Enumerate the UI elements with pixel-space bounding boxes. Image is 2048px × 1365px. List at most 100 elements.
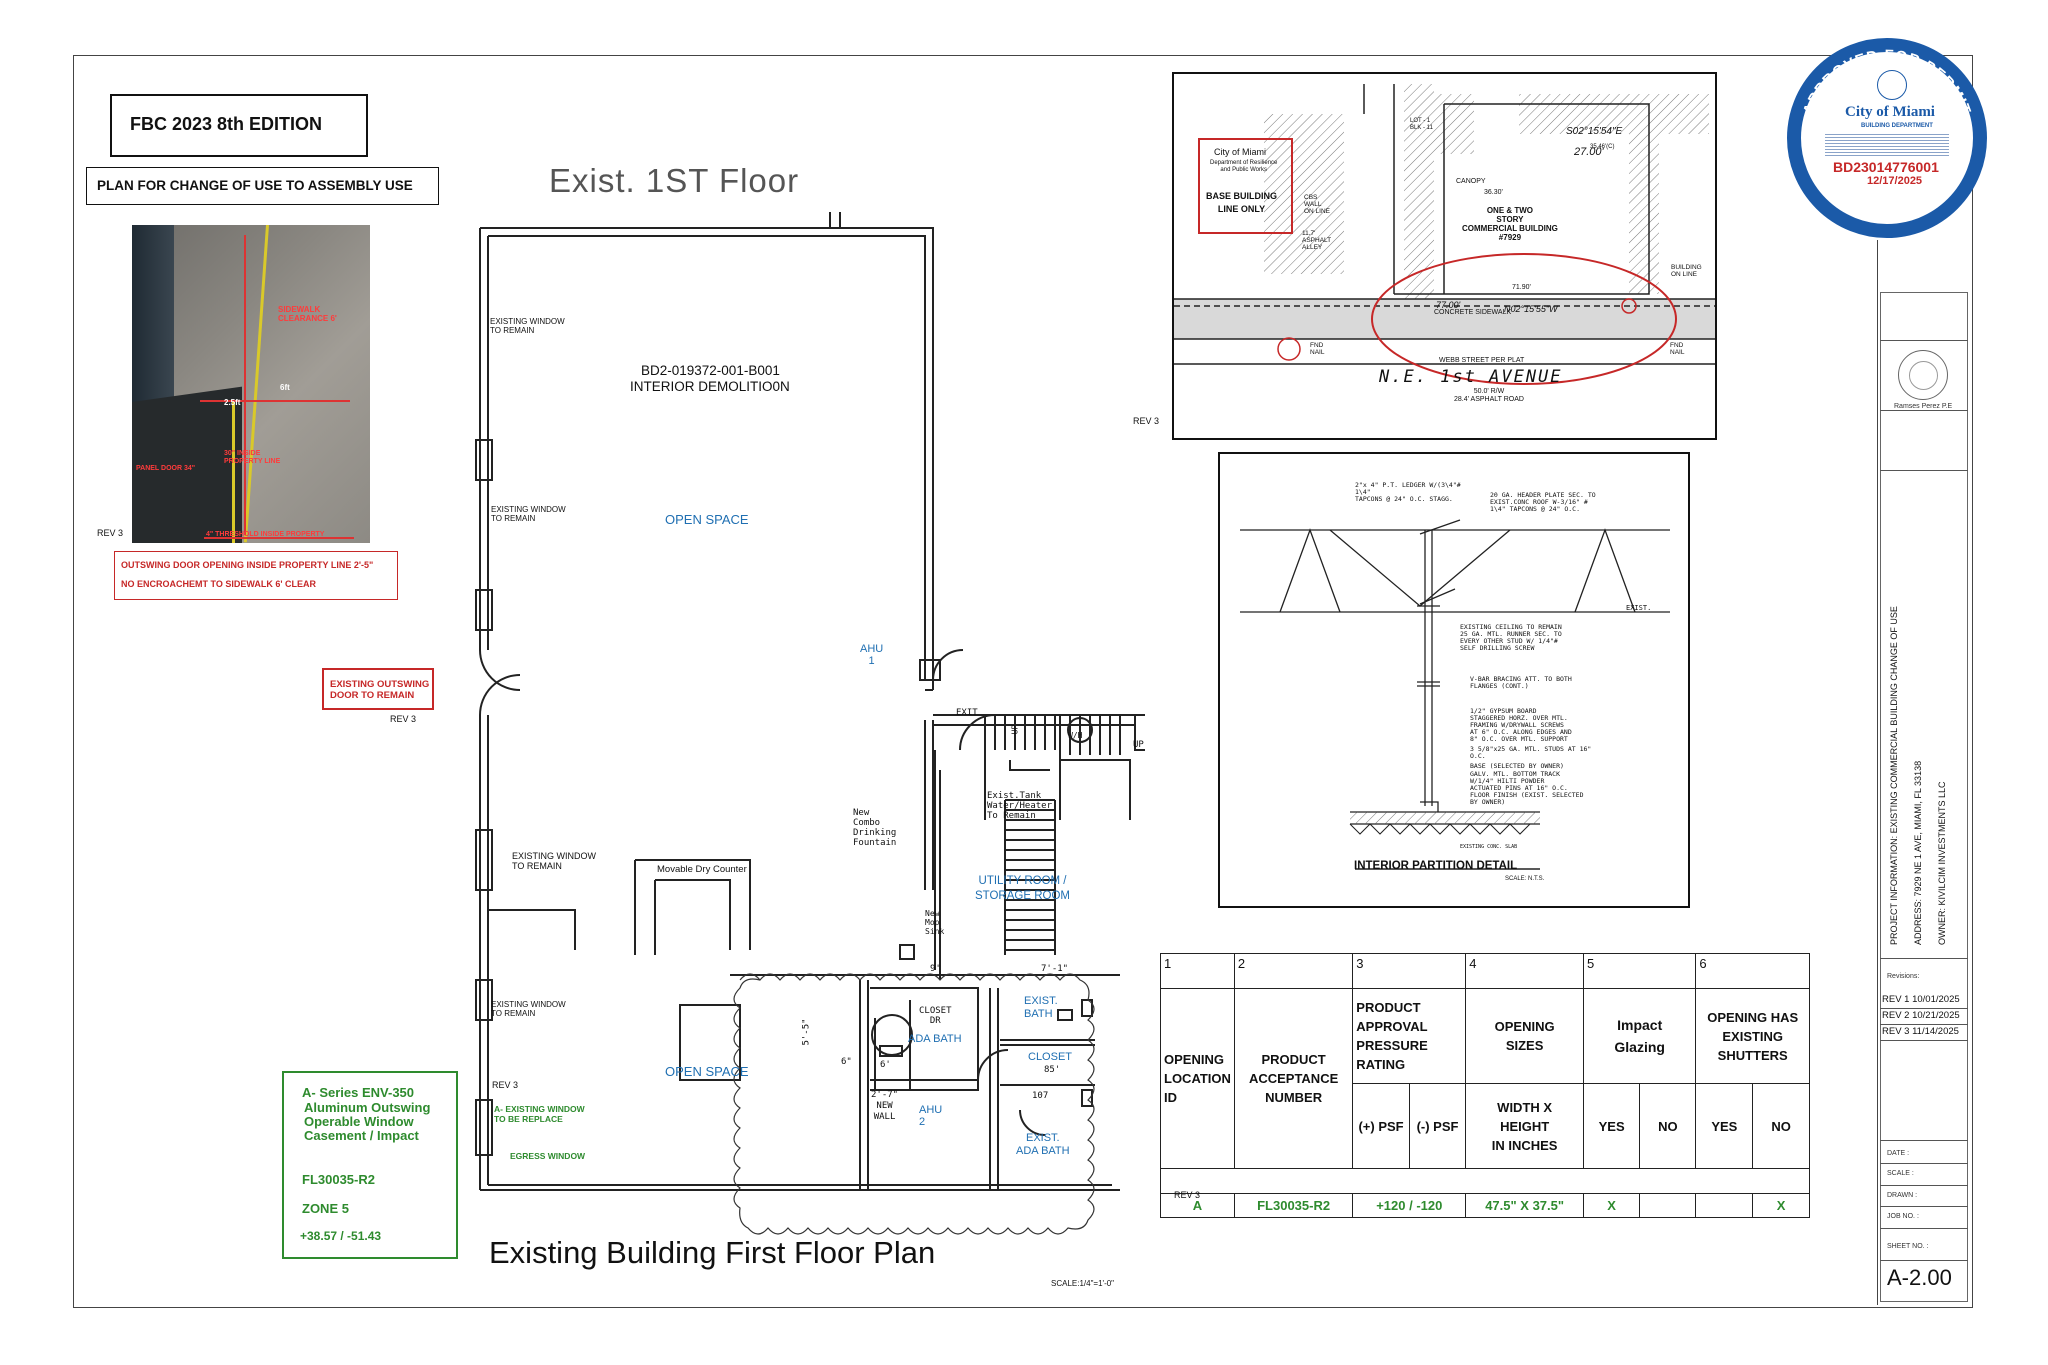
city-seal-icon — [1877, 70, 1907, 100]
survey-rev3: REV 3 — [1133, 416, 1160, 426]
stamp-dept: BUILDING DEPARTMENT — [1861, 123, 1933, 129]
survey-bearing-1: S02°15'54"E — [1566, 126, 1623, 137]
survey-avenue: N.E. 1st AVENUE — [1379, 367, 1563, 387]
door-note-line2: NO ENCROACHEMT TO SIDEWALK 6' CLEAR — [121, 579, 316, 589]
plan-purpose: PLAN FOR CHANGE OF USE TO ASSEMBLY USE — [97, 178, 413, 193]
closet-dim: 85' — [1044, 1065, 1061, 1075]
utility-label: UTILITY ROOM / STORAGE ROOM — [975, 875, 1070, 902]
row-impact-yes: X — [1582, 1193, 1641, 1218]
date-label: DATE : — [1887, 1150, 1910, 1157]
h-shutters: OPENING HAS EXISTING SHUTTERS — [1695, 988, 1810, 1084]
up-label-2: UP — [1010, 724, 1020, 735]
detail-note-studs: 3 5/8"x25 GA. MTL. STUDS AT 16" O.C. — [1470, 745, 1592, 760]
existing-outswing-box: EXISTING OUTSWING DOOR TO REMAIN — [322, 668, 434, 710]
survey-base: BASE BUILDING LINE ONLY — [1206, 191, 1278, 214]
project-info: PROJECT INFORMATION: EXISTING COMMERCIAL… — [1889, 606, 1899, 945]
detail-note-header: 20 GA. HEADER PLATE SEC. TO EXIST.CONC R… — [1490, 491, 1596, 513]
title-block-inner — [1880, 292, 1968, 1302]
engineer-seal — [1898, 350, 1948, 400]
detail-drawing — [1240, 519, 1670, 870]
spec-line3: Operable Window — [304, 1114, 414, 1129]
survey-canopy: CANOPY — [1456, 178, 1486, 185]
survey-dim-27: 27.00' — [1574, 146, 1604, 158]
ahu-2: AHU 2 — [919, 1104, 943, 1128]
window-label-2: EXISTING WINDOW TO REMAIN — [491, 505, 566, 523]
table-rev3: REV 3 — [1174, 1190, 1201, 1200]
h-yes1: YES — [1582, 1083, 1641, 1169]
col-num-6: 6 — [1695, 953, 1810, 989]
sheet-label: SHEET NO. : — [1887, 1243, 1929, 1250]
detail-note-base: BASE (SELECTED BY OWNER) — [1470, 762, 1564, 770]
detail-note-track: GALV. MTL. BOTTOM TRACK W/1/4" HILTI POW… — [1470, 770, 1584, 806]
survey-dim-36-30: 36.30' — [1484, 189, 1503, 196]
egress-label: EGRESS WINDOW — [510, 1151, 586, 1161]
col-num-3: 3 — [1352, 953, 1467, 989]
floor-plan-drawing — [475, 212, 1145, 1235]
detail-note-ledger: 2"x 4" P.T. LEDGER W/(3\4"# 1\4" TAPCONS… — [1355, 481, 1461, 503]
exist-bath-label: EXIST. BATH — [1024, 995, 1058, 1020]
revision-3: REV 3 11/14/2025 — [1882, 1026, 1959, 1037]
detail-exist: EXIST. — [1626, 604, 1652, 612]
row-shutters-no: X — [1752, 1193, 1810, 1218]
survey-fnd-1: FND NAIL — [1310, 342, 1325, 356]
approval-stamp: APPROVED FOR PERMIT REVIEWED FOR CODE CO… — [1787, 38, 1987, 238]
row-impact-no — [1639, 1193, 1697, 1218]
survey-sidewalk: CONCRETE SIDEWALK — [1434, 309, 1512, 316]
col-num-1: 1 — [1160, 953, 1235, 989]
project-address: ADDRESS: 7929 NE 1 AVE, MIAMI, FL 33138 — [1913, 760, 1923, 945]
photo-panel-door-label: PANEL DOOR 34" — [136, 465, 196, 472]
survey-drawing — [1174, 84, 1715, 385]
floor-heading: Exist. 1ST Floor — [549, 162, 800, 199]
fountain-label: New Combo Drinking Fountain — [853, 808, 897, 848]
closet-label: CLOSET — [1028, 1051, 1073, 1063]
survey-dept: Department of Resilience and Public Work… — [1210, 160, 1278, 173]
title-block-frame — [1877, 240, 1971, 1305]
photo-sidewalk-label: SIDEWALK CLEARANCE 6' — [278, 305, 337, 323]
photo-2-5ft-label: 2.5ft — [224, 398, 241, 407]
stamp-fine-print — [1825, 132, 1949, 156]
dim-9: 9' — [930, 964, 941, 974]
window-label-1: EXISTING WINDOW TO REMAIN — [490, 317, 565, 335]
detail-title: INTERIOR PARTITION DETAIL — [1354, 860, 1518, 872]
counter-label: Movable Dry Counter — [657, 864, 747, 875]
h-plus: (+) PSF — [1352, 1083, 1410, 1169]
row-shutters-yes — [1695, 1193, 1754, 1218]
table-row: A FL30035-R2 +120 / -120 47.5" X 37.5" X… — [1160, 1193, 1810, 1218]
survey-street: WEBB STREET PER PLAT — [1439, 357, 1525, 364]
rev3-photo: REV 3 — [97, 528, 124, 538]
mop-label: New Mop Sink — [925, 909, 945, 936]
h-wh: WIDTH X HEIGHT IN INCHES — [1465, 1083, 1584, 1169]
spec-zone: ZONE 5 — [302, 1201, 349, 1216]
new-wall-label: 2'-7" NEW WALL — [871, 1090, 899, 1122]
tank-label: Exist.Tank Water/Heater To Remain — [987, 791, 1053, 821]
plan-purpose-box: PLAN FOR CHANGE OF USE TO ASSEMBLY USE — [86, 167, 439, 205]
project-owner: OWNER: KIVILCIM INVESTMENTS LLC — [1937, 781, 1947, 945]
photo-6ft-label: 6ft — [280, 383, 290, 392]
code-edition: FBC 2023 8th EDITION — [130, 114, 323, 134]
h-impact: Impact Glazing — [1582, 988, 1697, 1084]
product-approval-table: 1 2 3 4 5 6 OPENING LOCATION ID PRODUCT … — [1160, 953, 1810, 1218]
row-pressure: +120 / -120 — [1352, 1193, 1467, 1218]
dim-6: 6" — [841, 1057, 852, 1067]
city-base-box: City of Miami Department of Resilience a… — [1198, 138, 1293, 234]
sheet-border — [73, 55, 1973, 1308]
survey-bearing-2: N02°15'55"W — [1504, 304, 1558, 314]
h-acceptance: PRODUCT ACCEPTANCE NUMBER — [1233, 988, 1354, 1169]
detail-note-slab: EXISTING CONC. SLAB — [1460, 844, 1518, 850]
detail-box: 2"x 4" P.T. LEDGER W/(3\4"# 1\4" TAPCONS… — [1218, 452, 1690, 908]
detail-scale: SCALE: N.T.S. — [1505, 876, 1545, 882]
door-note-box: OUTSWING DOOR OPENING INSIDE PROPERTY LI… — [114, 551, 398, 600]
window-label-3: EXISTING WINDOW TO REMAIN — [512, 851, 596, 871]
h-sizes: OPENING SIZES — [1465, 988, 1584, 1084]
dim-107: 107 — [1032, 1091, 1049, 1101]
col-num-5: 5 — [1582, 953, 1697, 989]
ada-bath-label: ADA BATH — [908, 1033, 962, 1045]
detail-note-vbar: V-BAR BRACING ATT. TO BOTH FLANGES (CONT… — [1470, 675, 1572, 690]
code-edition-box: FBC 2023 8th EDITION — [110, 94, 368, 157]
spec-fl: FL30035-R2 — [302, 1172, 375, 1187]
wh-label: W/H — [1068, 731, 1083, 740]
exit-label: EXIT — [956, 708, 978, 718]
survey-cbs: CBS WALL ON LINE — [1304, 194, 1331, 215]
col-num-4: 4 — [1465, 953, 1584, 989]
survey-fnd-2: FND NAIL — [1670, 342, 1685, 356]
